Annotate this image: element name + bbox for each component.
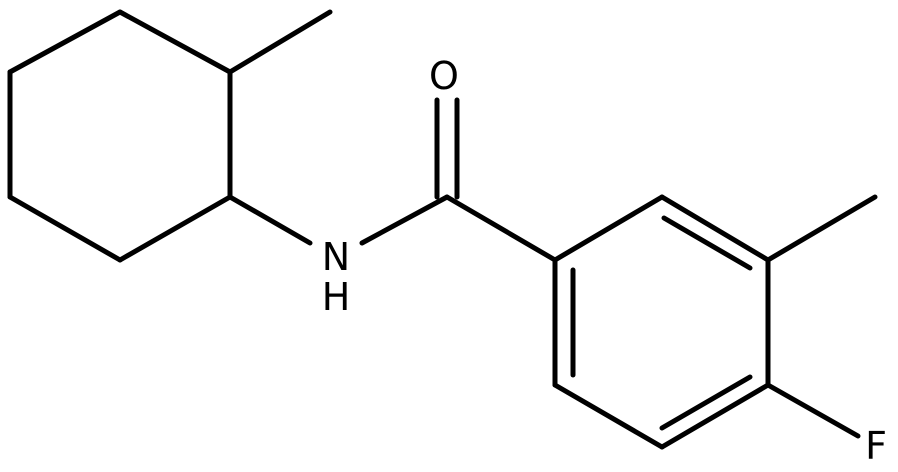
carbon-fluorine-bond xyxy=(765,382,861,439)
ring-to-nitrogen-bond xyxy=(227,194,313,246)
benzene-ring xyxy=(552,194,771,450)
aromatic-inner-bond xyxy=(659,374,753,431)
aryl-methyl-bond xyxy=(765,194,878,263)
aromatic-inner-bond xyxy=(661,215,753,271)
ring-bond xyxy=(117,194,233,263)
hydrogen-label: H xyxy=(322,275,351,319)
cyclohexyl-methyl-bond xyxy=(227,9,333,75)
cyclohexane-ring xyxy=(7,9,233,263)
nitrogen-to-carbonyl-bond xyxy=(359,194,450,246)
carbonyl-to-benzene-bond xyxy=(444,194,558,263)
ring-bond xyxy=(552,194,665,263)
fluorine-label: F xyxy=(865,424,887,468)
ring-bond xyxy=(7,194,123,263)
ring-bond xyxy=(552,382,665,450)
nitrogen-label: N xyxy=(322,235,350,279)
ring-bond xyxy=(117,9,233,75)
oxygen-label: O xyxy=(429,54,459,98)
ring-bond xyxy=(7,9,123,75)
ring-bond xyxy=(659,194,771,263)
carbonyl-double-bond xyxy=(434,97,460,200)
ring-bond xyxy=(659,382,771,450)
